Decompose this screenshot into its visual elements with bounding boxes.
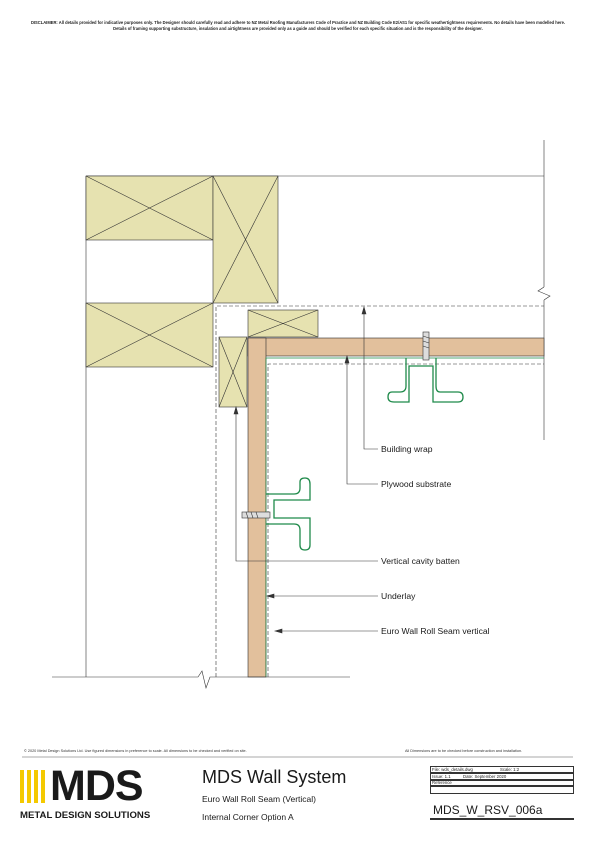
drawing-title: MDS Wall System — [202, 767, 347, 787]
leader-plywood-substrate — [344, 354, 378, 485]
logo-wordmark: MDS — [50, 762, 144, 810]
building-wrap-dashed — [215, 305, 544, 677]
break-line-bottom — [52, 670, 350, 690]
footer-copyright: © 2020 Metal Design Solutions Ltd. Use f… — [24, 749, 247, 753]
leader-vertical-cavity-batten — [233, 405, 378, 562]
drawing-subtitle-option: Internal Corner Option A — [202, 812, 294, 822]
vertical-cavity-batten — [218, 336, 248, 408]
plywood-substrate-horizontal — [247, 337, 545, 357]
title-block-file: File: wds_details.dwg — [432, 767, 473, 772]
disclaimer-text: DISCLAIMER: All details provided for ind… — [30, 20, 566, 31]
footer-dimensions-note: All Dimensions are to be checked before … — [405, 749, 523, 753]
screw-horizontal — [422, 331, 430, 361]
plywood-substrate-vertical — [247, 337, 267, 678]
leader-building-wrap — [361, 305, 378, 450]
label-vertical-cavity-batten: Vertical cavity batten — [381, 556, 460, 566]
logo-subtitle: METAL DESIGN SOLUTIONS — [20, 810, 151, 821]
leader-underlay — [265, 593, 378, 599]
timber-bottom-plate — [85, 302, 214, 368]
timber-corner-stud — [212, 175, 279, 304]
drawing-number-underline — [430, 818, 574, 820]
leader-euro-wall — [273, 628, 378, 634]
drawing-subtitle-system: Euro Wall Roll Seam (Vertical) — [202, 794, 316, 804]
label-euro-wall: Euro Wall Roll Seam vertical — [381, 626, 490, 636]
label-building-wrap: Building wrap — [381, 444, 433, 454]
title-block-scale: Scale: 1:2 — [500, 767, 520, 772]
euro-wall-clip-horizontal — [387, 358, 464, 403]
title-block-rule-1 — [430, 772, 574, 774]
title-block-date: Date: September 2020 — [463, 774, 507, 779]
title-block-reference: Reference — [432, 780, 452, 785]
title-block-issue: Issue: 1.1 — [432, 774, 451, 779]
euro-wall-clip-vertical — [266, 477, 311, 551]
drawing-number: MDS_W_RSV_006a — [433, 803, 543, 817]
label-plywood-substrate: Plywood substrate — [381, 479, 452, 489]
label-underlay: Underlay — [381, 591, 416, 601]
timber-top-plate — [85, 175, 214, 241]
screw-vertical — [241, 511, 271, 519]
title-block-rule-3 — [430, 785, 574, 787]
cladding-lines — [265, 357, 544, 677]
horizontal-cavity-batten — [247, 309, 319, 338]
title-block-rule-2 — [430, 779, 574, 781]
logo-bars-icon — [20, 770, 46, 803]
